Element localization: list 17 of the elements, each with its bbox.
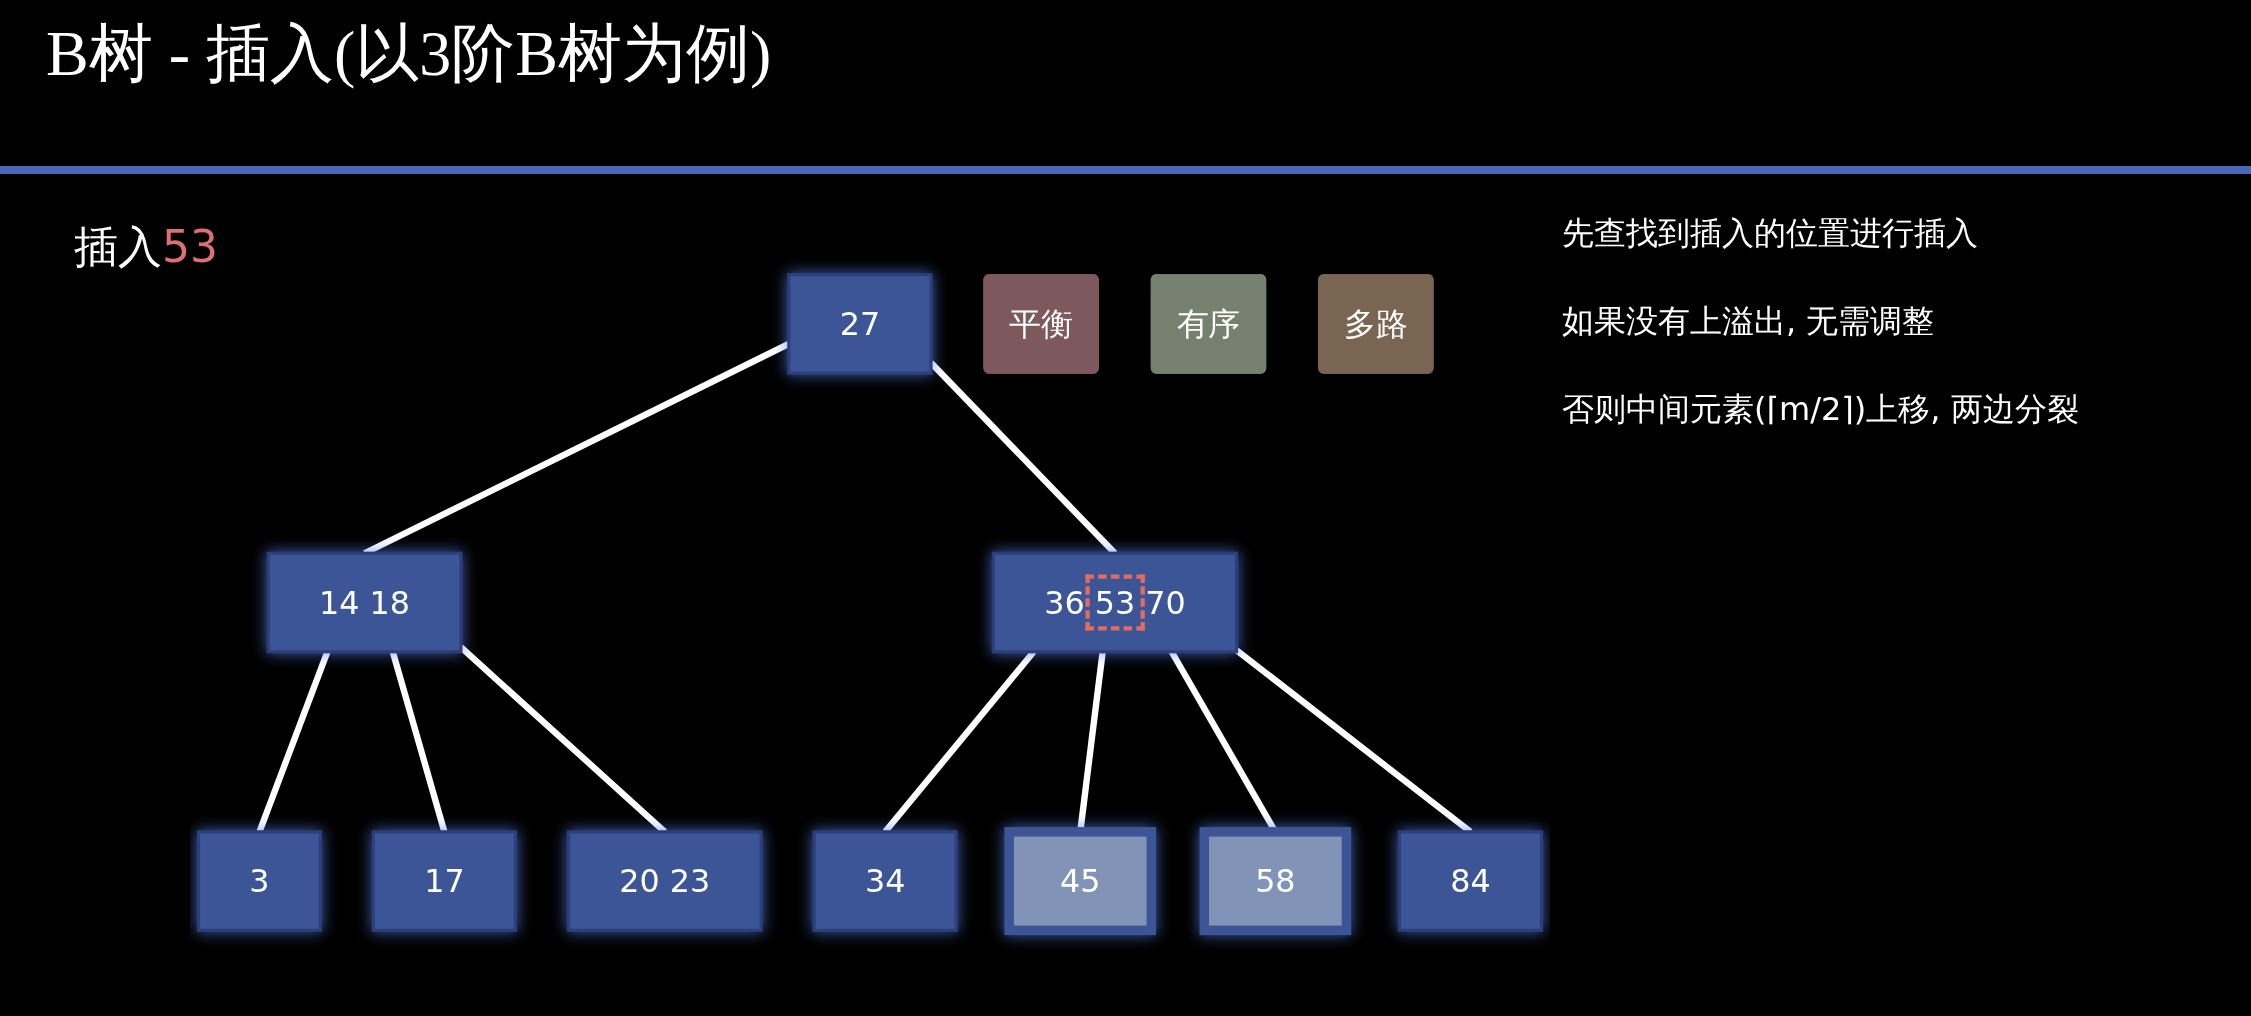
connector bbox=[389, 650, 448, 833]
node-box: 3 bbox=[196, 830, 322, 932]
note-text: 如果没有上溢出, 无需调整 bbox=[1562, 301, 1935, 342]
node-box: 58 bbox=[1199, 827, 1352, 936]
node-box: 36 53 70 bbox=[991, 551, 1239, 654]
node-box: 20 23 bbox=[566, 830, 763, 932]
node-box: 14 18 bbox=[266, 551, 463, 654]
node-box: 34 bbox=[812, 830, 958, 932]
node-box: 84 bbox=[1397, 830, 1544, 932]
node-box: 17 bbox=[371, 830, 518, 932]
node-box: 27 bbox=[787, 273, 933, 375]
step-label: 插入53 bbox=[74, 220, 218, 274]
node-box: 45 bbox=[1004, 827, 1157, 936]
connector bbox=[256, 650, 331, 833]
title: B树 - 插入(以3阶B树为例) bbox=[46, 17, 772, 91]
note-text: 否则中间元素(⌈m/2⌉)上移, 两边分裂 bbox=[1562, 389, 2079, 430]
note-text: 先查找到插入的位置进行插入 bbox=[1562, 213, 1978, 254]
